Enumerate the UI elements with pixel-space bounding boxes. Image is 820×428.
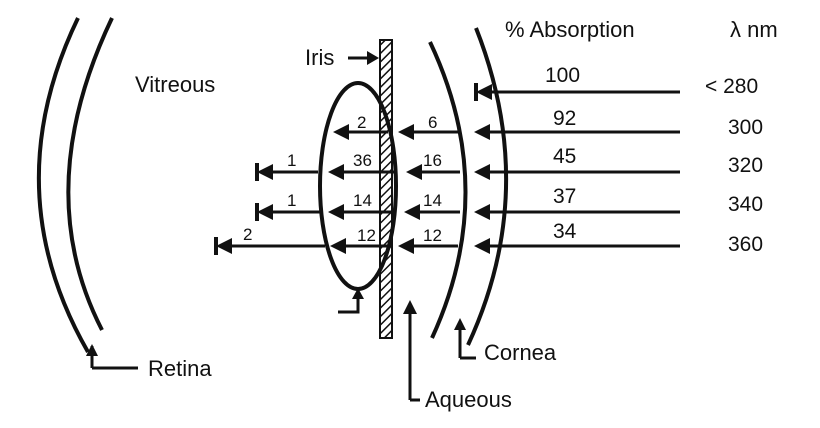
arrowhead-icon	[330, 238, 346, 254]
aqueous-absorption-300: 6	[428, 113, 437, 132]
wavelength-340: 340	[728, 193, 763, 216]
arrowhead-icon	[474, 124, 490, 140]
arrowhead-icon	[474, 204, 490, 220]
wavelength-320: 320	[728, 154, 763, 177]
cornea-absorption-360: 34	[553, 220, 577, 243]
cornea-absorption-320: 45	[553, 145, 576, 168]
cornea-pointer	[458, 328, 476, 360]
arrowhead-icon	[474, 164, 490, 180]
iris-bar	[379, 39, 393, 339]
aqueous-absorption-320: 16	[423, 151, 442, 170]
aqueous-absorption-360: 12	[423, 226, 442, 245]
retina-outer-arc	[36, 17, 90, 353]
retina-inner-arc	[66, 17, 114, 331]
iris-label: Iris	[305, 45, 334, 70]
lens-absorption-340: 14	[353, 191, 372, 210]
arrowhead-icon	[398, 124, 414, 140]
aqueous-label: Aqueous	[425, 387, 512, 412]
wavelength-header: λ nm	[730, 17, 778, 42]
wavelength-360: 360	[728, 233, 763, 256]
vitreous-absorption-360: 2	[243, 225, 252, 244]
cornea-inner-arc	[428, 41, 468, 339]
arrowhead-icon	[404, 204, 420, 220]
retina-label: Retina	[148, 356, 212, 381]
arrowhead-icon	[328, 204, 344, 220]
aqueous-pointer	[408, 312, 420, 402]
lens-pointer	[338, 296, 360, 314]
vitreous-label: Vitreous	[135, 72, 215, 97]
arrowhead-icon	[257, 204, 273, 220]
arrowhead-icon	[216, 238, 232, 254]
vitreous-absorption-340: 1	[287, 191, 296, 210]
arrowhead-icon	[474, 238, 490, 254]
cornea-outer-arc	[466, 27, 509, 346]
arrowhead-icon	[257, 164, 273, 180]
vitreous-absorption-320: 1	[287, 151, 296, 170]
arrowhead-icon	[333, 124, 349, 140]
lens-absorption-360: 12	[357, 226, 376, 245]
lens-absorption-300: 2	[357, 113, 366, 132]
cornea-label: Cornea	[484, 340, 557, 365]
cornea-absorption-340: 37	[553, 185, 576, 208]
lens-absorption-320: 36	[353, 151, 372, 170]
aqueous-absorption-340: 14	[423, 191, 442, 210]
arrowhead-icon	[328, 164, 344, 180]
cornea-absorption-280: 100	[545, 64, 580, 87]
arrowhead-icon	[398, 238, 414, 254]
absorption-header: % Absorption	[505, 17, 635, 42]
arrowhead-icon	[406, 164, 422, 180]
wavelength-300: 300	[728, 116, 763, 139]
arrowhead-icon	[476, 84, 492, 100]
wavelength-280: < 280	[705, 75, 758, 98]
light-arrows	[214, 83, 680, 255]
cornea-absorption-300: 92	[553, 107, 576, 130]
